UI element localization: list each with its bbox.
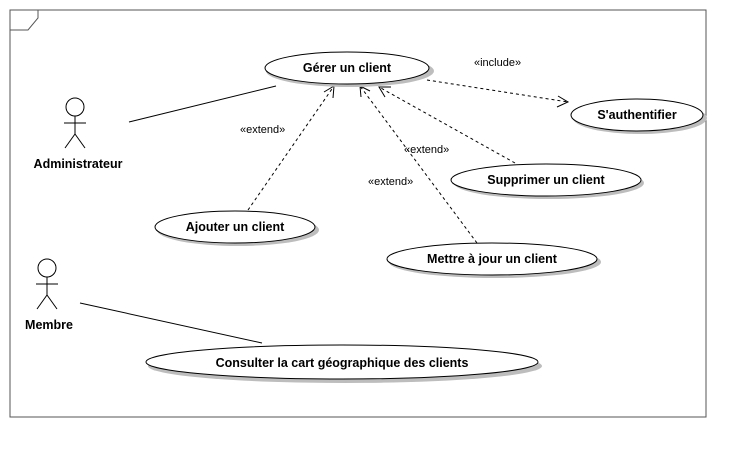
use-case-label: Mettre à jour un client [427,252,558,266]
extend-label-ajouter: «extend» [240,124,285,136]
use-case-consulter-la-carte[interactable]: Consulter la cart géographique des clien… [145,344,542,383]
include-label: «include» [474,57,521,69]
actor-label: Administrateur [34,157,123,171]
use-case-label: Gérer un client [303,61,392,75]
use-case-label: Ajouter un client [186,220,285,234]
association-membre-consulter [79,302,263,344]
use-case-s-authentifier[interactable]: S'authentifier [570,98,707,134]
actor-membre[interactable]: Membre [25,258,73,332]
use-case-label: S'authentifier [597,108,677,122]
actor-stick-figure-icon [36,258,58,310]
extend-label-maj: «extend» [368,176,413,188]
use-case-ajouter-un-client[interactable]: Ajouter un client [154,210,319,246]
actor-administrateur[interactable]: Administrateur [34,97,123,171]
use-case-label: Supprimer un client [487,173,605,187]
include-dependency: «include» [426,57,570,108]
extend-dependency-ajouter: «extend» [240,85,335,211]
use-case-mettre-a-jour-un-client[interactable]: Mettre à jour un client [386,242,601,278]
actor-label: Membre [25,318,73,332]
extend-label-supprimer: «extend» [404,144,449,156]
extend-dependency-supprimer: «extend» [378,86,516,164]
association-admin-gerer [128,85,277,123]
diagram-frame [9,9,707,418]
use-case-label: Consulter la cart géographique des clien… [216,356,469,370]
frame-corner-tab [9,9,39,31]
actor-stick-figure-icon [64,97,86,149]
use-case-supprimer-un-client[interactable]: Supprimer un client [450,163,644,199]
use-case-gerer-un-client[interactable]: Gérer un client [264,51,434,87]
